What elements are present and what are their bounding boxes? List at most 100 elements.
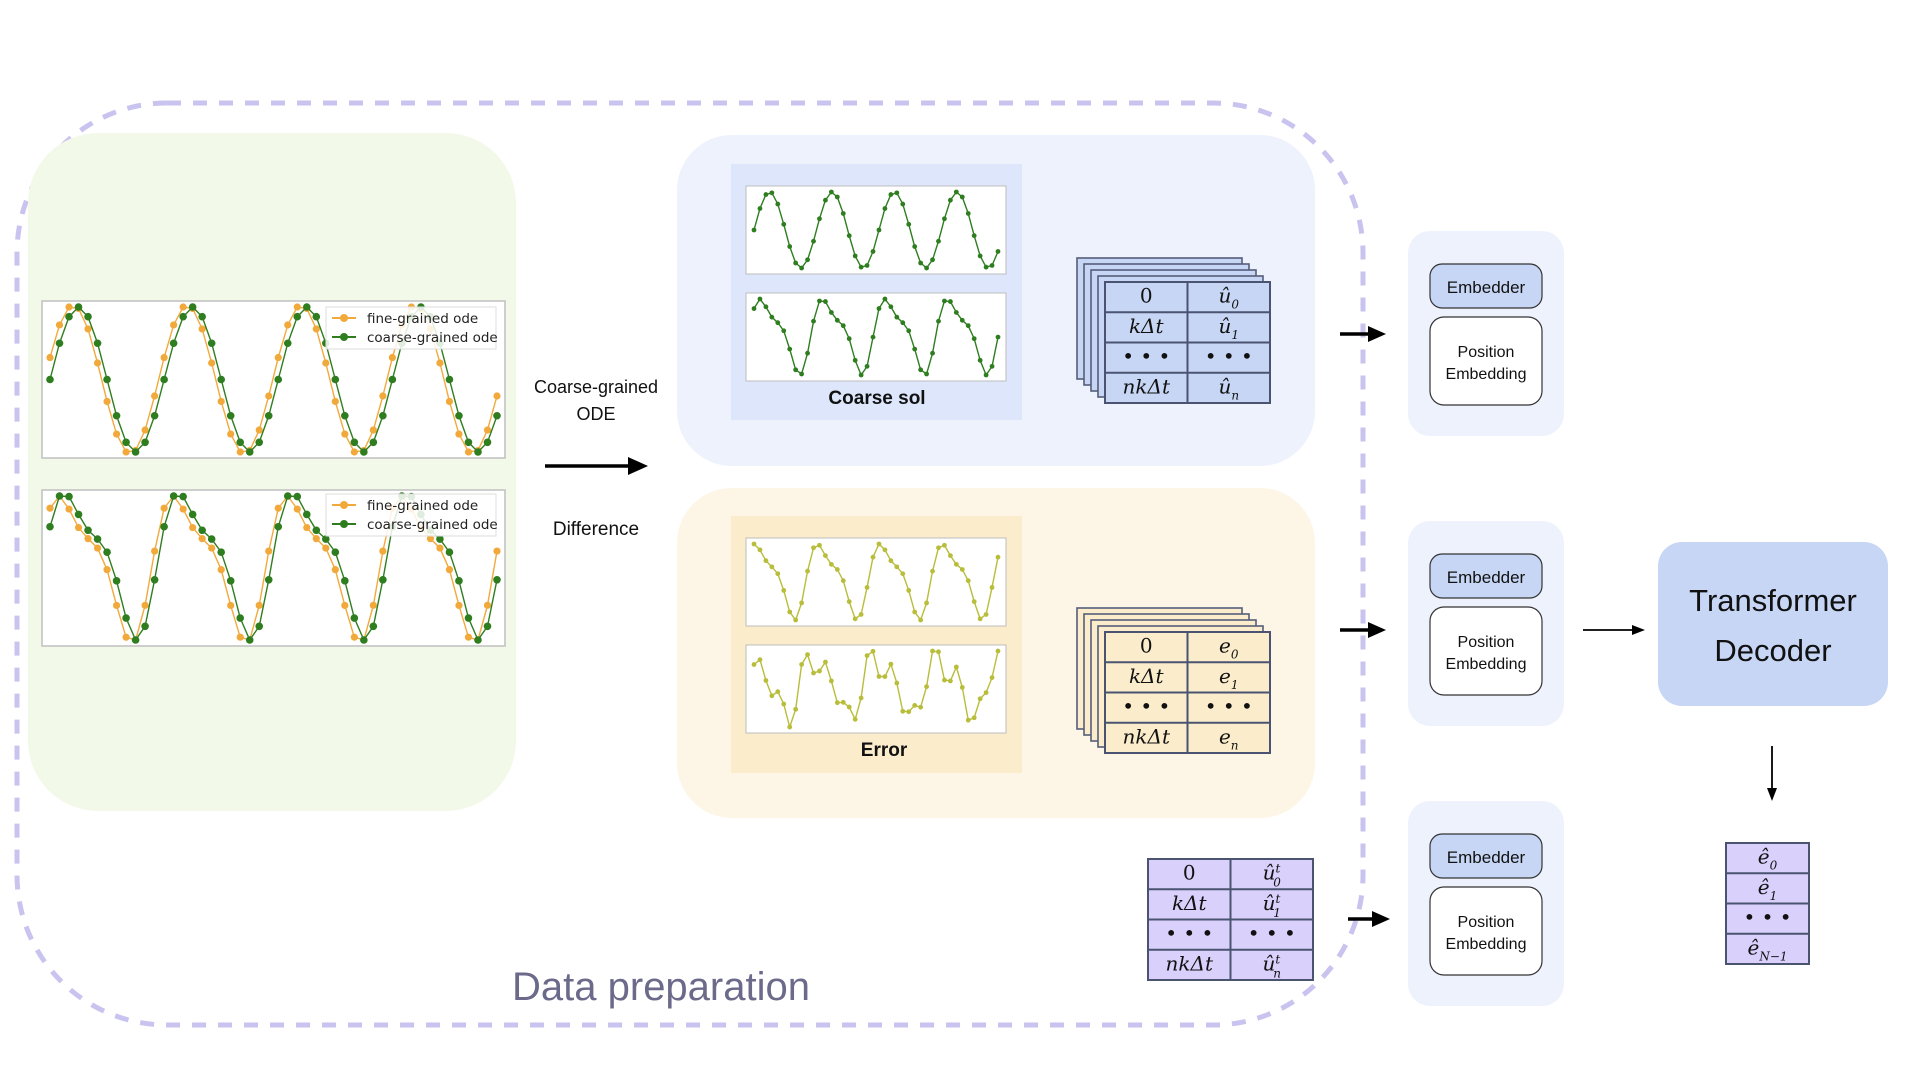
coarse-series-1-marker — [283, 339, 292, 348]
coarse-sol-plot-1 — [751, 189, 1001, 271]
error-series-1-marker — [811, 545, 816, 551]
coarse-sol-series-2-marker — [918, 367, 924, 373]
coarse-series-1-marker — [141, 438, 149, 447]
coarse-series-2-marker — [236, 614, 245, 622]
coarse-series-2-marker — [150, 575, 159, 584]
coarse-series-2-marker — [436, 535, 444, 543]
coarse-sol-series-2-marker — [751, 306, 757, 311]
error-series-1-marker — [763, 558, 769, 564]
coarse-series-2-marker — [369, 622, 378, 631]
error-series-2-marker — [900, 708, 906, 714]
error-series-1-marker — [823, 553, 828, 558]
error-series-1-marker — [805, 568, 810, 574]
fine-series-2-marker — [93, 544, 102, 552]
coarse-series-2-marker — [493, 575, 501, 584]
arrow-to-output-head — [1767, 788, 1777, 801]
fine-series-2-marker — [483, 601, 492, 609]
coarse-sol-series-1-marker — [876, 227, 882, 233]
coarse-sol-series-2-marker — [995, 334, 1001, 340]
coarse-series-2-marker — [455, 577, 463, 585]
coarse-series-1-marker — [464, 438, 473, 447]
error-series-2-marker — [977, 696, 983, 702]
table-value-cell: ûn — [1218, 374, 1239, 402]
difference-label: Difference — [553, 519, 639, 540]
coarse-sol-series-1-marker — [751, 227, 757, 233]
coarse-sol-series-2-marker — [989, 363, 995, 369]
coarse-series-1-marker — [198, 312, 206, 321]
error-series-2-line — [753, 650, 999, 730]
error-series-2-marker — [858, 695, 864, 701]
table-time-cell: • • • — [1165, 921, 1213, 945]
coarse-sol-series-1-marker — [864, 263, 870, 268]
coarse-sol-series-1-marker — [918, 260, 924, 266]
fine-series-1-marker — [331, 397, 339, 406]
coarse-series-1-marker — [169, 339, 178, 348]
coarse-sol-series-2-marker — [834, 317, 840, 323]
fine-series-2-marker — [84, 535, 92, 543]
legend-coarse-marker-2 — [340, 520, 348, 528]
fine-series-2-marker — [274, 504, 282, 512]
coarse-series-1-marker — [131, 448, 140, 456]
coarse-sol-series-2-marker — [930, 350, 935, 356]
table-value-cell: • • • — [1205, 344, 1253, 368]
error-series-1-marker — [846, 599, 852, 605]
coarse-series-1-marker — [379, 411, 387, 420]
table-time-cell: • • • — [1122, 344, 1170, 368]
table-value-cell: û0 — [1218, 284, 1239, 312]
error-series-1-marker — [787, 609, 793, 615]
error-series-1-marker — [882, 547, 888, 553]
coarse-sol-series-2-marker — [977, 357, 983, 363]
error-series-2-marker — [918, 704, 924, 710]
position-embedding-label-line2: Embedding — [1446, 936, 1527, 953]
coarse-series-2-marker — [293, 492, 302, 501]
coarse-series-1-marker — [112, 411, 121, 420]
table-time-cell: nkΔt — [1166, 951, 1214, 975]
error-series-1-marker — [840, 578, 846, 584]
data-preparation-boundary — [14, 100, 1366, 1028]
coarse-sol-series-1-marker — [900, 201, 906, 207]
coarse-sol-series-1-marker — [947, 197, 953, 203]
coarse-sol-series-2-marker — [811, 318, 816, 324]
embedder-label: Embedder — [1447, 568, 1526, 587]
fine-series-1-marker — [265, 392, 273, 400]
embedder-box — [1429, 553, 1543, 599]
coarse-series-1-marker — [274, 375, 283, 384]
coarse-sol-series-2-marker — [936, 318, 941, 324]
fine-series-2-marker — [179, 505, 187, 513]
coarse-series-1-marker — [312, 312, 321, 321]
coarse-sol-series-1-marker — [834, 194, 840, 200]
coarse-series-1-marker — [103, 375, 111, 384]
legend-fine-label: fine-grained ode — [367, 311, 478, 327]
error-series-2-marker — [965, 717, 971, 723]
error-series-2-marker — [906, 709, 912, 715]
coarse-sol-series-1-marker — [775, 201, 781, 207]
coarse-series-2-marker — [445, 548, 454, 557]
transformer-decoder-box — [1658, 542, 1888, 706]
table-time-cell: kΔt — [1129, 314, 1165, 338]
error-series-1-marker — [977, 616, 983, 622]
fine-series-2-marker — [103, 566, 111, 574]
error-series-2-marker — [953, 664, 959, 670]
coarse-series-1-marker — [255, 438, 264, 447]
coarse-series-1-marker — [217, 375, 225, 384]
fine-series-1-marker — [493, 392, 501, 400]
fine-series-2-marker — [350, 633, 358, 641]
coarse-sol-plot-1-frame — [745, 185, 1007, 275]
coarse-sol-plot-2-frame — [745, 292, 1007, 382]
coarse-series-1-marker — [302, 303, 311, 311]
fine-series-1-marker — [227, 430, 235, 438]
error-series-1-marker — [852, 616, 858, 622]
coarse-sol-series-1-marker — [936, 238, 941, 244]
table-value-cell: e1 — [1219, 664, 1238, 692]
fine-series-1-marker — [274, 353, 282, 362]
fine-series-1-marker — [379, 392, 387, 400]
error-series-1-marker — [793, 617, 799, 623]
position-embedding-box — [1429, 886, 1543, 976]
table-time-cell: nkΔt — [1123, 374, 1171, 398]
arrow-to-embed-1-head — [1368, 326, 1386, 342]
fine-series-1-marker — [198, 325, 206, 333]
coarse-sol-series-2-marker — [858, 372, 864, 378]
error-series-1-marker — [942, 542, 947, 548]
coarse-series-1-marker — [474, 448, 482, 456]
